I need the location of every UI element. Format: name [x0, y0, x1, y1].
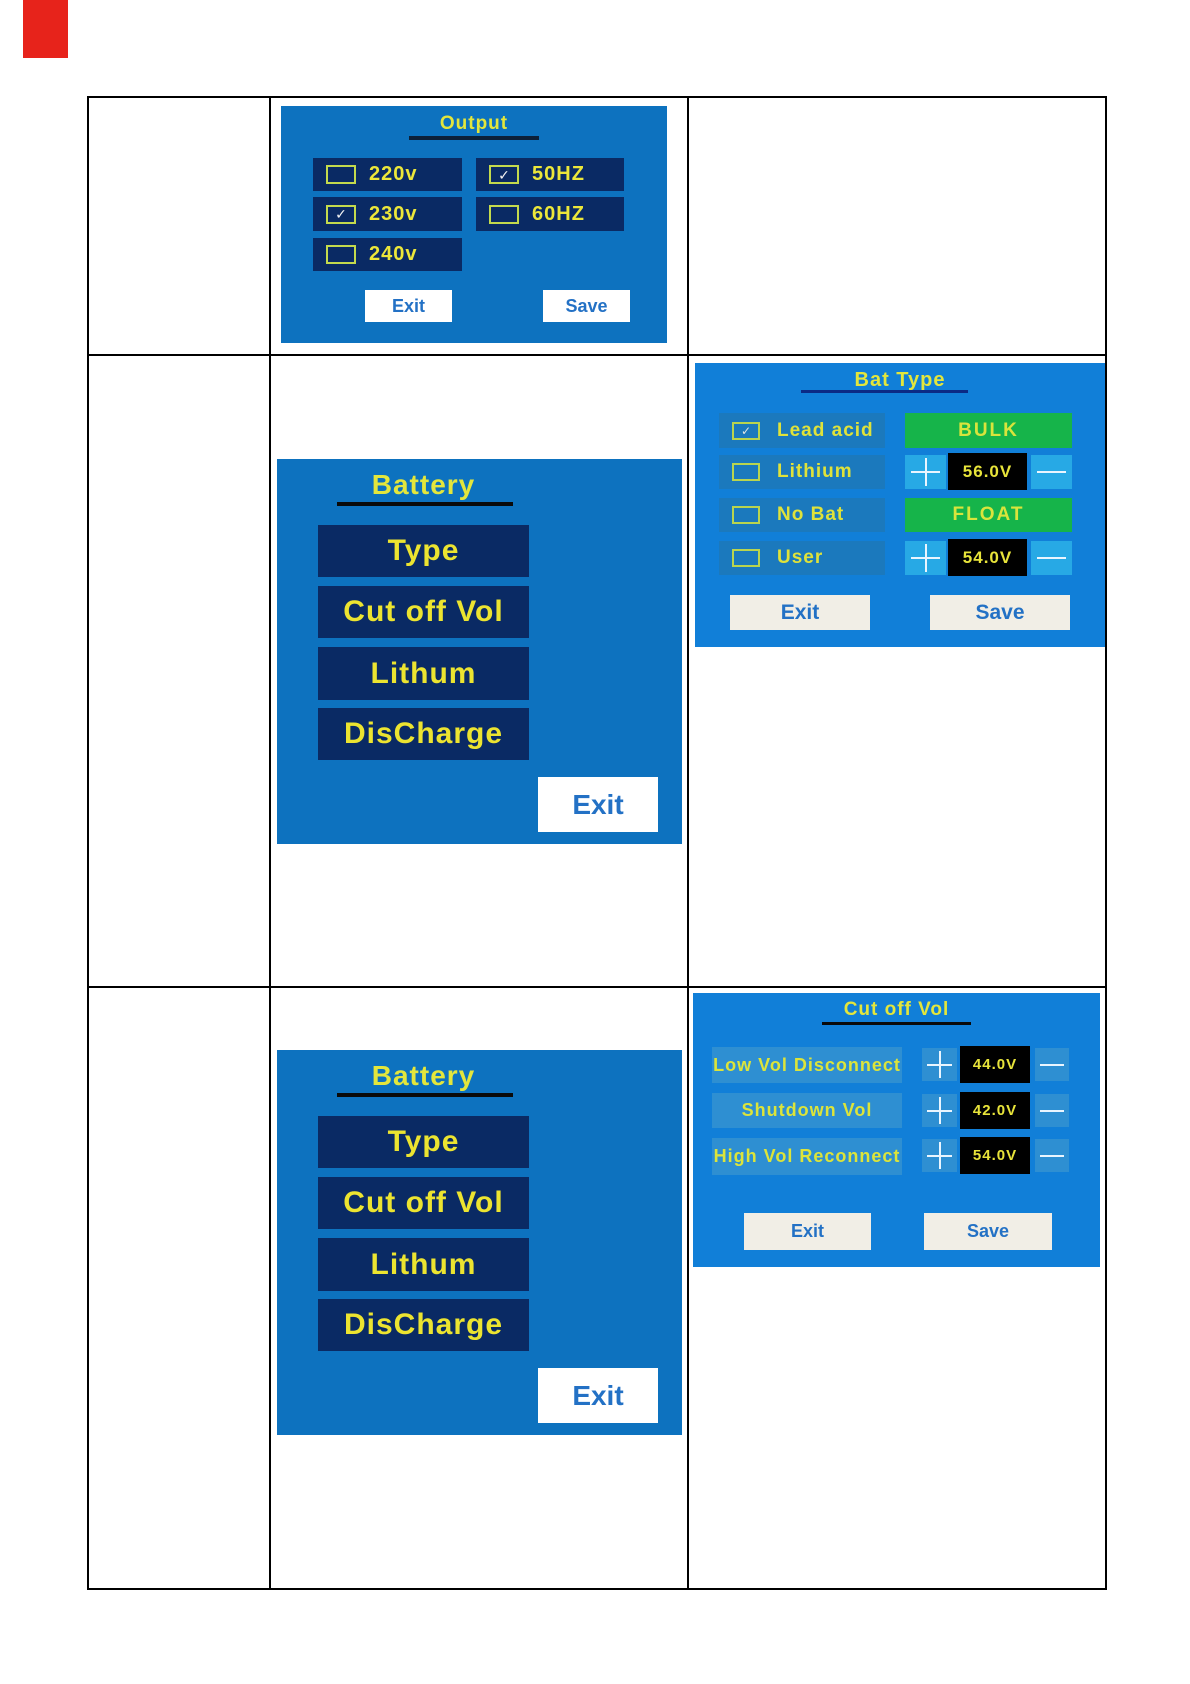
exit-button[interactable]: Exit — [730, 595, 870, 630]
check-glyph: ✓ — [335, 206, 347, 222]
menu-item-discharge[interactable]: DisCharge — [318, 708, 529, 760]
high-vol-minus-icon[interactable] — [1035, 1139, 1069, 1172]
checkbox-checked-icon: ✓ — [489, 165, 519, 184]
bulk-voltage-minus-icon[interactable] — [1031, 455, 1072, 489]
option-60hz[interactable]: 60HZ — [476, 197, 624, 231]
menu-item-type[interactable]: Type — [318, 1116, 529, 1168]
bulk-voltage-value: 56.0V — [948, 453, 1027, 490]
battery-panel-2: Battery Type Cut off Vol Lithum DisCharg… — [277, 1050, 682, 1435]
setting-high-vol-reconnect[interactable]: High Vol Reconnect — [712, 1138, 902, 1175]
checkbox-icon — [489, 204, 519, 224]
shutdown-vol-minus-icon[interactable] — [1035, 1094, 1069, 1127]
save-button[interactable]: Save — [930, 595, 1070, 630]
checkbox-checked-icon: ✓ — [326, 204, 356, 224]
output-panel: Output 220v ✓ 230v 240v ✓ 50HZ 60HZ Exit… — [281, 106, 667, 343]
menu-item-cut-off-vol[interactable]: Cut off Vol — [318, 586, 529, 638]
cut-off-vol-panel: Cut off Vol Low Vol Disconnect 44.0V Shu… — [693, 993, 1100, 1267]
checkbox-icon — [732, 463, 760, 481]
checkbox-icon — [732, 549, 760, 567]
option-220v[interactable]: 220v — [313, 158, 462, 191]
title-underline — [337, 1093, 513, 1097]
checkbox-icon — [326, 165, 356, 184]
menu-item-lithum[interactable]: Lithum — [318, 1238, 529, 1291]
table-column-divider-1 — [269, 96, 271, 1590]
setting-low-vol-disconnect[interactable]: Low Vol Disconnect — [712, 1047, 902, 1083]
red-page-marker — [23, 0, 68, 58]
exit-button[interactable]: Exit — [538, 777, 658, 832]
float-voltage-minus-icon[interactable] — [1031, 541, 1072, 575]
battery-panel-title: Battery — [371, 469, 476, 500]
option-230v[interactable]: ✓ 230v — [313, 197, 462, 231]
table-outer-border — [87, 96, 1107, 1590]
exit-button[interactable]: Exit — [744, 1213, 871, 1250]
title-underline — [822, 1022, 971, 1025]
save-button[interactable]: Save — [924, 1213, 1052, 1250]
float-voltage-plus-icon[interactable] — [905, 541, 946, 575]
bulk-voltage-plus-icon[interactable] — [905, 455, 946, 489]
menu-item-type[interactable]: Type — [318, 525, 529, 577]
battery-panel-1: Battery Type Cut off Vol Lithum DisCharg… — [277, 459, 682, 844]
float-voltage-value: 54.0V — [948, 539, 1027, 576]
shutdown-vol-plus-icon[interactable] — [922, 1094, 957, 1127]
check-glyph: ✓ — [740, 423, 752, 438]
option-label: 220v — [369, 163, 418, 185]
option-label: Lead acid — [777, 419, 874, 441]
setting-shutdown-vol[interactable]: Shutdown Vol — [712, 1093, 902, 1128]
bulk-stage-button[interactable]: BULK — [905, 413, 1072, 448]
low-vol-minus-icon[interactable] — [1035, 1048, 1069, 1081]
shutdown-vol-value: 42.0V — [960, 1092, 1030, 1129]
high-vol-value: 54.0V — [960, 1137, 1030, 1174]
battery-panel-title: Battery — [371, 1060, 476, 1091]
option-lead-acid[interactable]: ✓ Lead acid — [719, 413, 885, 448]
bat-type-panel-title: Bat Type — [854, 369, 946, 391]
exit-button[interactable]: Exit — [538, 1368, 658, 1423]
menu-item-lithum[interactable]: Lithum — [318, 647, 529, 700]
checkbox-icon — [732, 506, 760, 524]
checkbox-checked-icon: ✓ — [732, 421, 760, 440]
table-row-divider-2 — [87, 986, 1107, 988]
option-label: No Bat — [777, 504, 845, 525]
table-row-divider-1 — [87, 354, 1107, 356]
exit-button[interactable]: Exit — [365, 290, 452, 322]
save-button[interactable]: Save — [543, 290, 630, 322]
title-underline — [409, 136, 539, 140]
title-underline — [801, 390, 968, 393]
option-label: User — [777, 547, 824, 568]
option-label: 60HZ — [532, 202, 585, 225]
low-vol-value: 44.0V — [960, 1046, 1030, 1083]
option-label: 50HZ — [532, 163, 585, 185]
option-label: 240v — [369, 243, 418, 265]
option-240v[interactable]: 240v — [313, 238, 462, 271]
bat-type-panel: Bat Type ✓ Lead acid Lithium No Bat User… — [695, 363, 1105, 647]
check-glyph: ✓ — [498, 166, 510, 183]
low-vol-plus-icon[interactable] — [922, 1048, 957, 1081]
option-lithium[interactable]: Lithium — [719, 455, 885, 489]
option-no-bat[interactable]: No Bat — [719, 498, 885, 532]
output-panel-title: Output — [439, 113, 509, 134]
option-50hz[interactable]: ✓ 50HZ — [476, 158, 624, 191]
cut-off-vol-panel-title: Cut off Vol — [843, 999, 950, 1020]
menu-item-cut-off-vol[interactable]: Cut off Vol — [318, 1177, 529, 1229]
float-stage-button[interactable]: FLOAT — [905, 498, 1072, 532]
table-column-divider-2 — [687, 96, 689, 1590]
high-vol-plus-icon[interactable] — [922, 1139, 957, 1172]
menu-item-discharge[interactable]: DisCharge — [318, 1299, 529, 1351]
option-label: Lithium — [777, 461, 853, 482]
title-underline — [337, 502, 513, 506]
checkbox-icon — [326, 245, 356, 264]
option-label: 230v — [369, 202, 418, 225]
option-user[interactable]: User — [719, 541, 885, 575]
